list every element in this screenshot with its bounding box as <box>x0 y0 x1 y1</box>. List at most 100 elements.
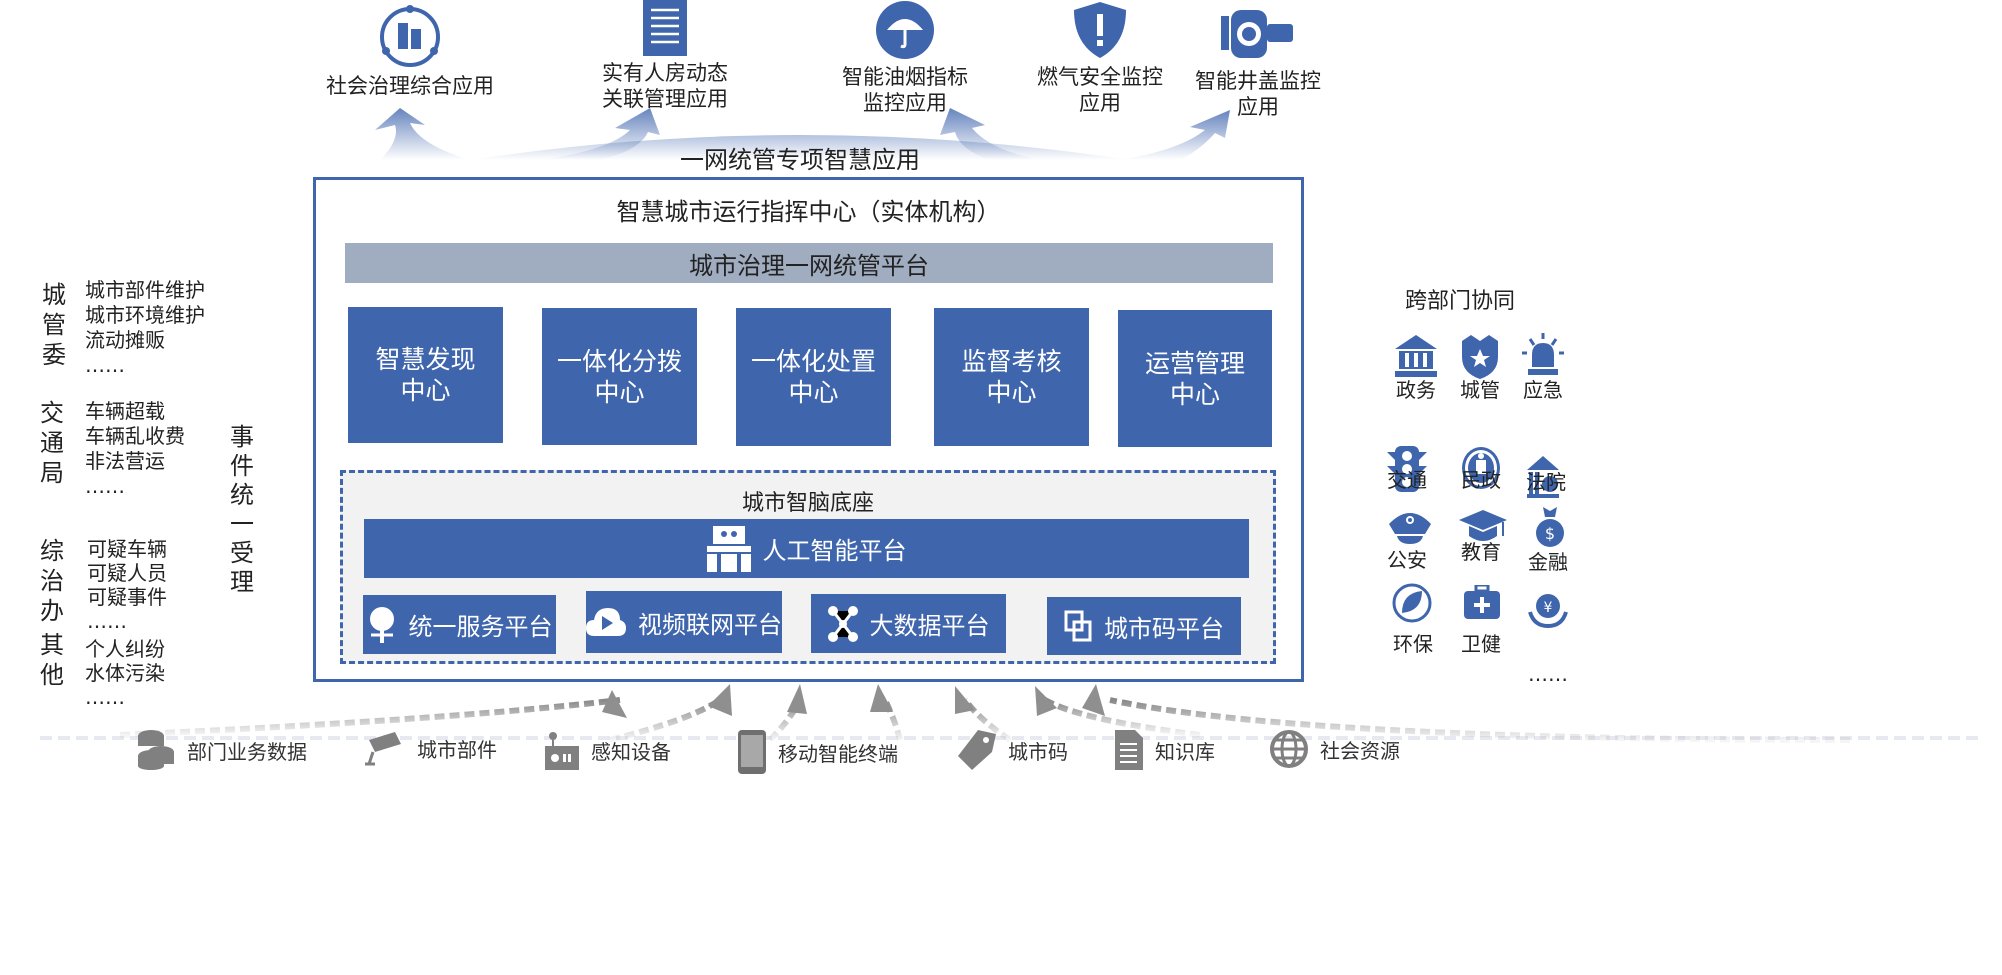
source-label: 社会资源 <box>1320 738 1400 763</box>
camera-icon <box>1221 10 1293 58</box>
database-icon <box>138 730 174 770</box>
mobile-phone-icon <box>738 730 766 774</box>
platform-city-code[interactable]: 城市码平台 <box>1047 597 1241 655</box>
app-housing-linkage[interactable]: 实有人房动态 关联管理应用 <box>565 0 765 112</box>
app-label: 社会治理综合应用 <box>326 74 494 98</box>
platform-label: 统一服务平台 <box>408 613 553 641</box>
money-bag-icon: $ <box>1536 507 1564 547</box>
platform-video-network[interactable]: 视频联网平台 <box>586 591 782 653</box>
medical-kit-icon <box>1464 585 1500 619</box>
umbrella-icon <box>876 1 934 59</box>
source-label: 部门业务数据 <box>187 739 307 764</box>
court-icon <box>1527 456 1559 498</box>
app-oil-smoke[interactable]: 智能油烟指标 监控应用 <box>805 0 1005 116</box>
dept-label: 教育 <box>1461 540 1501 564</box>
dept-label: 金融 <box>1528 550 1568 574</box>
yuan-hand-icon: ¥ <box>1528 594 1568 629</box>
cctv-camera-icon <box>365 732 401 766</box>
city-governance-icon <box>380 5 440 67</box>
center-disposal[interactable]: 一体化处置 中心 <box>736 308 891 446</box>
source-label: 感知设备 <box>591 739 671 764</box>
command-center-title: 智慧城市运行指挥中心（实体机构） <box>616 198 1001 226</box>
svg-text:¥: ¥ <box>1544 600 1553 616</box>
app-manhole[interactable]: 智能井盖监控 应用 <box>1158 8 1358 120</box>
group-items: 车辆超载 车辆乱收费 非法营运 …… <box>85 399 185 498</box>
app-label: 关联管理应用 <box>602 87 728 111</box>
cloud-tree-icon <box>369 606 394 643</box>
platform-bar[interactable]: 城市治理一网统管平台 <box>345 243 1273 283</box>
dept-label: 环保 <box>1393 632 1433 656</box>
base-title: 城市智脑底座 <box>741 491 874 516</box>
group-head: 城 管 委 <box>42 281 66 369</box>
platform-label: 城市码平台 <box>1104 614 1224 643</box>
leaf-icon <box>1392 583 1432 623</box>
government-building-icon <box>1395 335 1437 377</box>
document-icon <box>643 0 687 56</box>
app-label: 智能井盖监控 <box>1195 69 1321 93</box>
shield-alert-icon <box>1074 2 1126 58</box>
arc-title: 一网统管专项智慧应用 <box>680 146 920 174</box>
source-sensors[interactable]: 感知设备 <box>545 730 671 770</box>
group-items: 可疑车辆 可疑人员 可疑事件 …… <box>87 537 167 633</box>
graduation-cap-icon <box>1459 510 1507 541</box>
robot-icon <box>706 525 751 572</box>
cross-dept-title: 跨部门协同 <box>1404 289 1515 314</box>
knowledge-doc-icon <box>1115 730 1143 770</box>
arrow-heads <box>602 684 1105 718</box>
group-items: 城市部件维护 城市环境维护 流动摊贩 …… <box>85 278 205 377</box>
dept-label: 公安 <box>1387 548 1427 572</box>
dept-label: 法院 <box>1526 470 1566 494</box>
app-social-governance[interactable]: 社会治理综合应用 <box>310 5 510 99</box>
app-label: 应用 <box>1079 91 1121 115</box>
group-head: 综 治 办 <box>40 537 64 625</box>
ai-platform-label: 人工智能平台 <box>762 537 907 565</box>
tag-icon <box>958 730 996 770</box>
dept-label: 政务 <box>1396 378 1436 402</box>
center-operations[interactable]: 运营管理 中心 <box>1118 310 1272 447</box>
source-city-parts[interactable]: 城市部件 <box>365 730 497 766</box>
dept-more: …… <box>1528 662 1568 686</box>
dept-label: 应急 <box>1523 378 1563 402</box>
source-city-code[interactable]: 城市码 <box>958 730 1068 770</box>
app-label: 智能油烟指标 <box>842 65 968 89</box>
event-acceptance-label: 事 件 统 一 受 理 <box>230 423 254 596</box>
source-label: 城市码 <box>1008 739 1068 764</box>
ai-platform[interactable]: 人工智能平台 <box>364 519 1249 578</box>
source-dept-data[interactable]: 部门业务数据 <box>137 730 307 770</box>
app-label: 监控应用 <box>863 91 947 115</box>
globe-icon <box>1270 730 1308 768</box>
source-social-resources[interactable]: 社会资源 <box>1270 730 1400 768</box>
sensor-device-icon <box>545 732 579 770</box>
traffic-light-icon <box>1387 446 1427 492</box>
dept-label: 卫健 <box>1461 632 1501 656</box>
siren-icon <box>1522 333 1564 375</box>
network-nodes-icon <box>827 605 858 642</box>
center-discovery[interactable]: 智慧发现 中心 <box>348 307 503 443</box>
top-arc-arrows <box>375 108 1230 160</box>
video-cloud-icon <box>586 608 626 636</box>
police-badge-icon <box>1462 335 1498 379</box>
source-label: 知识库 <box>1155 739 1215 764</box>
group-items: 个人纠纷 水体污染 …… <box>85 637 165 709</box>
source-knowledge-base[interactable]: 知识库 <box>1115 730 1215 770</box>
platform-big-data[interactable]: 大数据平台 <box>811 594 1006 653</box>
app-label: 应用 <box>1237 95 1279 119</box>
center-dispatch[interactable]: 一体化分拨 中心 <box>542 308 697 445</box>
police-cap-icon <box>1389 513 1431 544</box>
app-gas-safety[interactable]: 燃气安全监控 应用 <box>1000 0 1200 116</box>
source-mobile-terminal[interactable]: 移动智能终端 <box>738 730 898 774</box>
dept-label: 城管 <box>1460 378 1500 402</box>
link-squares-icon <box>1064 610 1092 642</box>
platform-label: 大数据平台 <box>869 612 990 640</box>
group-head: 交 通 局 <box>40 399 64 487</box>
platform-unified-service[interactable]: 统一服务平台 <box>363 595 556 654</box>
app-label: 燃气安全监控 <box>1037 65 1163 89</box>
group-head: 其 他 <box>40 631 64 689</box>
svg-text:$: $ <box>1545 524 1555 543</box>
command-center-frame <box>313 177 1304 682</box>
dept-label: 民政 <box>1461 468 1501 492</box>
center-supervision[interactable]: 监督考核 中心 <box>934 308 1089 446</box>
source-label: 城市部件 <box>417 737 497 762</box>
platform-label: 视频联网平台 <box>638 610 782 639</box>
